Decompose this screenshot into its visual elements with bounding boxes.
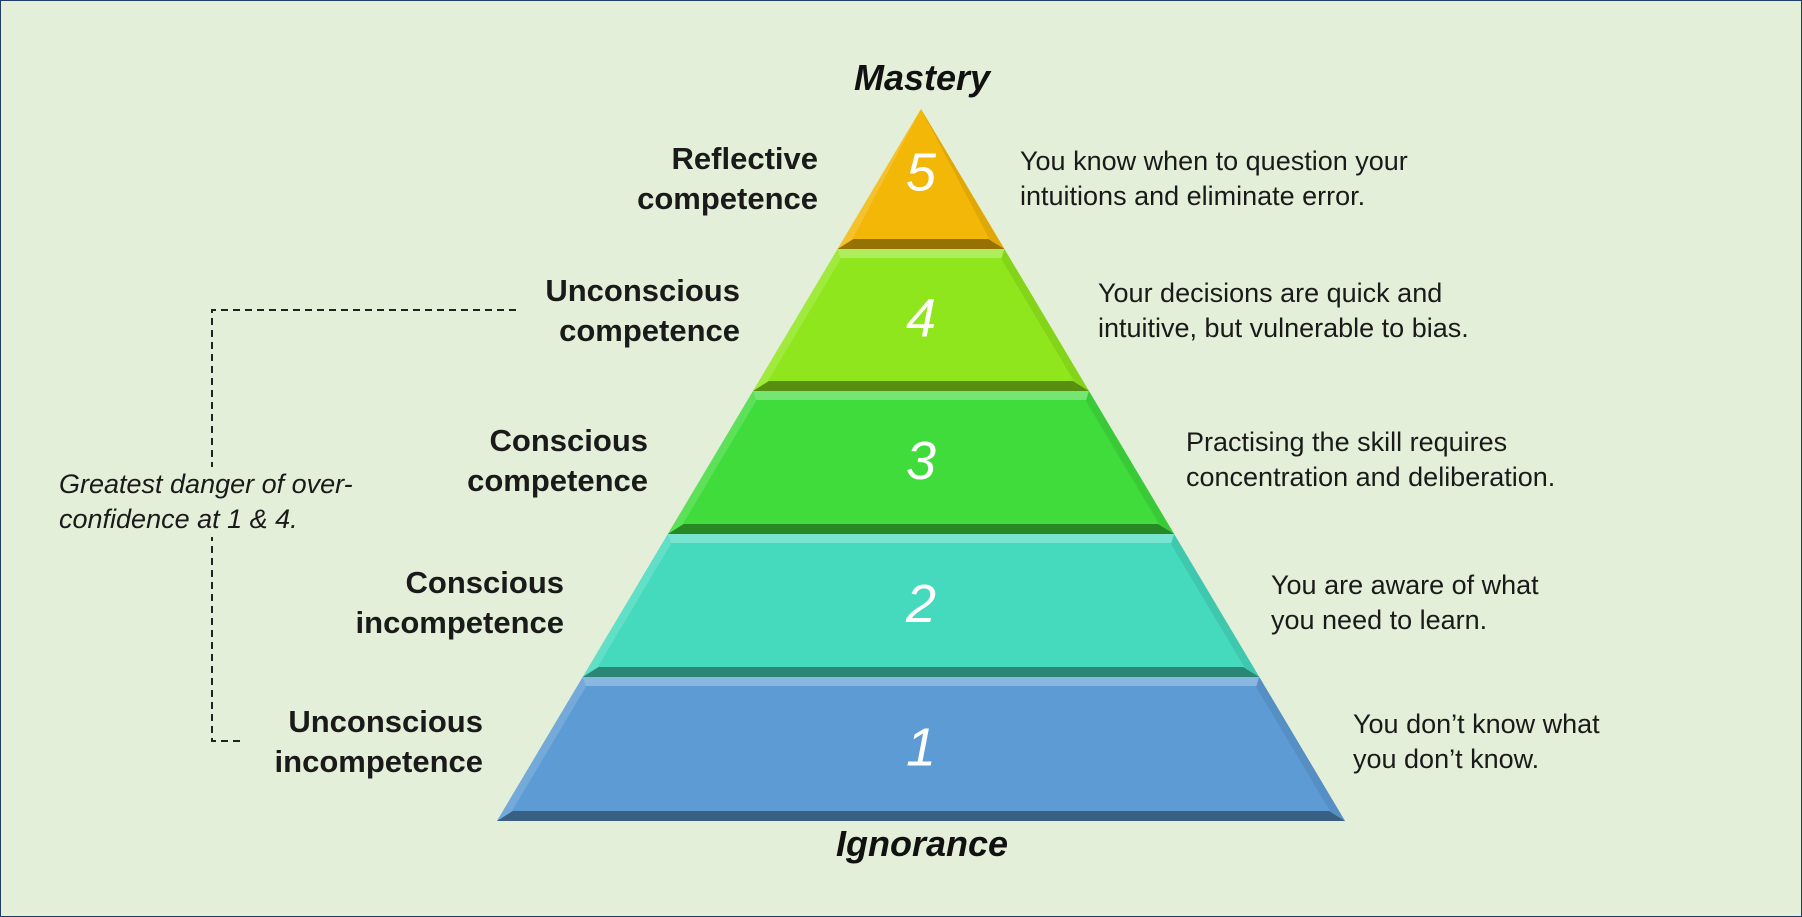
tier-3-top-bevel <box>753 391 1089 400</box>
tier-1-left-bevel <box>497 677 586 821</box>
level-1-description: You don’t know what you don’t know. <box>1353 709 1600 774</box>
bottom-label-ignorance: Ignorance <box>835 823 1009 864</box>
tier-5-bottom-bevel <box>837 239 1005 249</box>
tier-1: 1 <box>497 677 1345 821</box>
level-2-description: You are aware of what you need to learn. <box>1271 570 1539 635</box>
tier-2: 2 <box>582 534 1260 677</box>
tier-4: 4 <box>753 249 1089 391</box>
tier-3-right-bevel <box>1085 391 1175 534</box>
tier-3-body <box>667 391 1175 534</box>
tier-2-number: 2 <box>905 574 936 634</box>
tier-5-left-bevel <box>837 109 921 249</box>
tier-3-number: 3 <box>906 431 936 491</box>
level-4-name: Unconscious competence <box>545 273 740 348</box>
tier-2-body <box>582 534 1260 677</box>
tier-4-number: 4 <box>906 288 936 348</box>
pyramid-tiers: 5 4 3 2 1 <box>497 109 1345 821</box>
tier-4-right-bevel <box>1001 249 1089 391</box>
tier-1-number: 1 <box>906 717 936 777</box>
level-1-name: Unconscious incompetence <box>274 704 483 779</box>
tier-4-body <box>753 249 1089 391</box>
level-5-name: Reflective competence <box>637 141 818 216</box>
tier-4-left-bevel <box>753 249 841 391</box>
level-3-name: Conscious competence <box>467 423 648 498</box>
tier-5-right-bevel <box>921 109 1005 249</box>
tier-4-top-bevel <box>837 249 1005 258</box>
tier-1-bottom-bevel <box>497 811 1345 821</box>
level-5-description: You know when to question your intuition… <box>1020 146 1408 211</box>
tier-5-body <box>837 109 1005 249</box>
top-label-mastery: Mastery <box>853 57 991 98</box>
tier-3-left-bevel <box>667 391 757 534</box>
danger-note: Greatest danger of over- confidence at 1… <box>56 467 356 537</box>
level-2-name: Conscious incompetence <box>355 565 564 640</box>
tier-3-bottom-bevel <box>667 524 1175 534</box>
tier-2-top-bevel <box>667 534 1175 543</box>
tier-4-bottom-bevel <box>753 381 1089 391</box>
tier-1-right-bevel <box>1256 677 1345 821</box>
tier-2-right-bevel <box>1171 534 1260 677</box>
tier-5: 5 <box>837 109 1005 249</box>
level-3-description: Practising the skill requires concentrat… <box>1186 427 1556 492</box>
tier-3: 3 <box>667 391 1175 534</box>
tier-5-number: 5 <box>906 142 937 202</box>
tier-2-bottom-bevel <box>582 667 1260 677</box>
tier-1-body <box>497 677 1345 821</box>
tier-1-top-bevel <box>582 677 1260 686</box>
tier-2-left-bevel <box>582 534 671 677</box>
level-4-description: Your decisions are quick and intuitive, … <box>1098 278 1469 343</box>
